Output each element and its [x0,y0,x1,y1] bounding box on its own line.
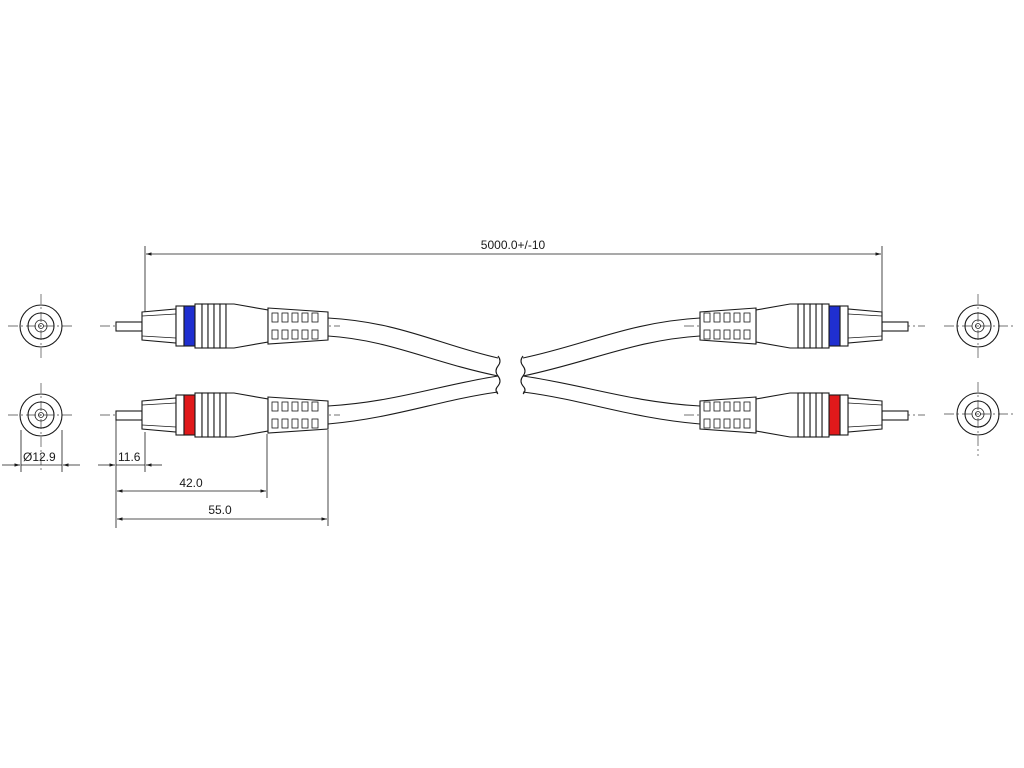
dimension-plug-to-grip: 42.0 [117,434,268,498]
dim-plug-length-label: 55.0 [208,503,232,517]
end-view-top-right [944,294,1016,360]
end-view-bottom-right [944,382,1016,456]
dimension-plug-length: 55.0 [117,430,329,526]
color-ring-blue [183,305,196,347]
dim-pin-length-label: 11.6 [118,450,141,464]
dim-total-length-label: 5000.0+/-10 [481,238,546,252]
dimension-total-length: 5000.0+/-10 [144,238,883,312]
plug-right-top [684,303,925,349]
dim-diameter-label: Ø12.9 [23,450,56,464]
end-view-top-left [8,294,74,360]
end-view-bottom-left [8,383,74,470]
cable-left [327,317,501,425]
dimension-pin-length: 11.6 [98,420,162,528]
plug-left-bottom [100,392,340,438]
color-ring-blue [828,305,841,347]
color-ring-red [828,394,841,436]
plug-left-top [100,303,340,349]
cable-right [520,317,701,425]
plug-right-bottom [684,392,925,438]
color-ring-red [183,394,196,436]
dim-plug-to-grip-label: 42.0 [179,476,203,490]
dimension-diameter: Ø12.9 [2,430,80,472]
